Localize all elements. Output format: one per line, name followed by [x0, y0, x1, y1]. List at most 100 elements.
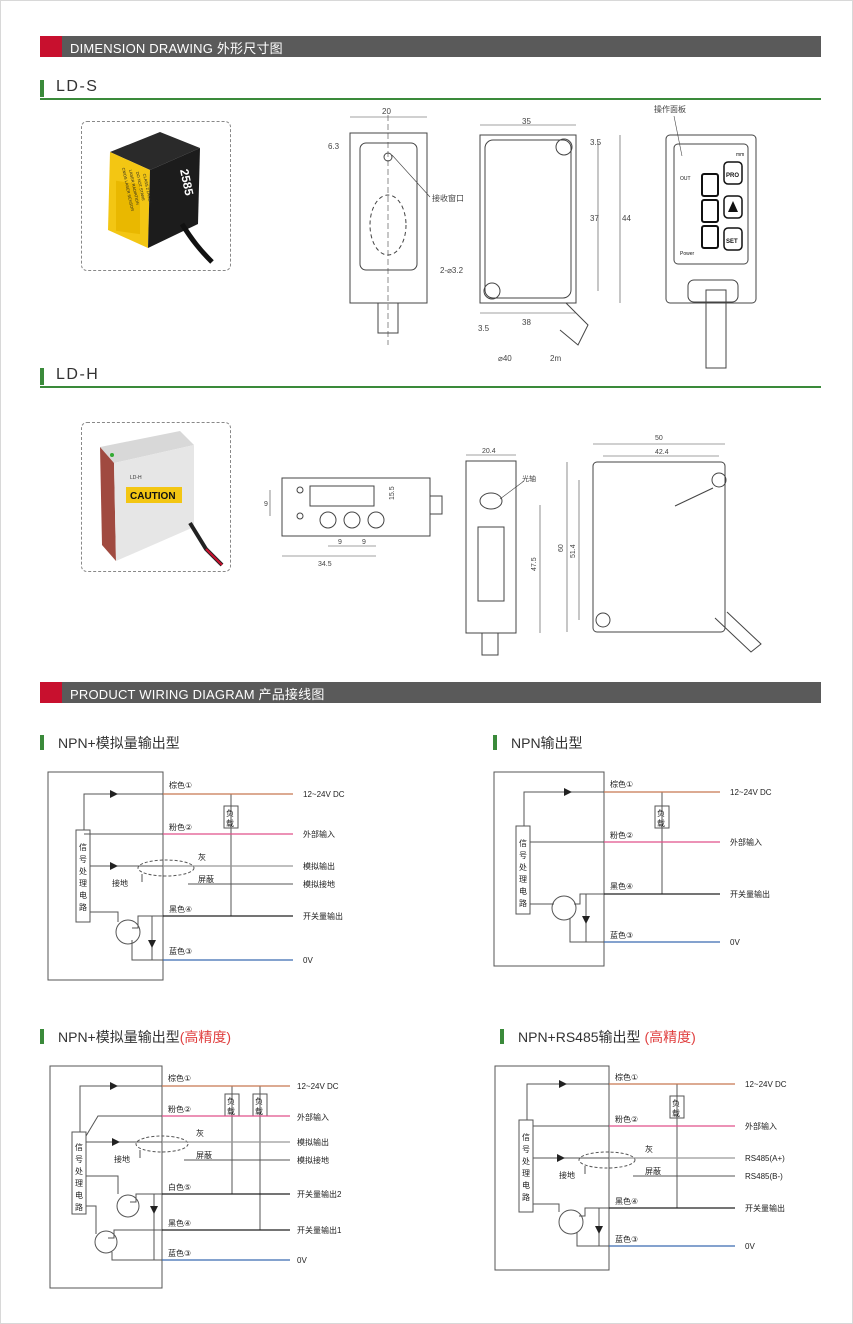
- section-wiring: PRODUCT WIRING DIAGRAM 产品接线图: [40, 682, 821, 703]
- wire-pink: 粉色②: [169, 822, 192, 832]
- zero-volt-label: 0V: [745, 1242, 755, 1251]
- wire-white: 白色⑤: [168, 1182, 191, 1192]
- switch-out-label: 开关量输出: [745, 1203, 785, 1213]
- load-1: 负: [226, 808, 234, 818]
- dim-front-width: 20: [382, 107, 391, 116]
- supply-label: 12~24V DC: [730, 788, 772, 797]
- wire-blue: 蓝色③: [610, 930, 633, 940]
- switch-out1-label: 开关量输出1: [297, 1225, 342, 1235]
- zero-volt-label: 0V: [303, 956, 313, 965]
- sensor-ldh-illustration: CAUTION LD-H: [100, 431, 224, 567]
- load-2: 载: [226, 818, 234, 828]
- svg-text:电: 电: [79, 890, 87, 900]
- svg-text:载: 载: [227, 1106, 235, 1116]
- supply-label: 12~24V DC: [297, 1082, 339, 1091]
- wire-gray: 灰: [198, 852, 206, 862]
- ground-label: 接地: [559, 1170, 575, 1180]
- wiring-diagram-npn-rs485: 棕色① 粉色② 灰 屏蔽 接地 黑色④ 蓝色③ 负 载 信 号 处 理 电 路 …: [494, 1065, 787, 1271]
- supply-label: 12~24V DC: [303, 790, 345, 799]
- svg-text:路: 路: [79, 902, 87, 912]
- model-tag: LD-H: [130, 475, 142, 481]
- svg-text:处: 处: [522, 1156, 530, 1166]
- unit-label: mm: [736, 152, 744, 158]
- wire-black: 黑色④: [168, 1218, 191, 1228]
- switch-out2-label: 开关量输出2: [297, 1189, 342, 1199]
- shield-label: 屏蔽: [198, 874, 214, 884]
- switch-out-label: 开关量输出: [730, 889, 770, 899]
- ldh-front-drawing: 9 15.5 9 9 34.5: [264, 477, 443, 568]
- up-arrow-icon: [728, 201, 738, 212]
- svg-text:负: 负: [255, 1096, 263, 1106]
- svg-text:载: 载: [672, 1108, 680, 1118]
- svg-text:理: 理: [79, 879, 87, 888]
- cable: [179, 222, 214, 264]
- dim-cable-length: 2m: [550, 354, 561, 363]
- section-marker: [40, 36, 62, 57]
- wire-pink: 粉色②: [615, 1114, 638, 1124]
- dim-h9: 9: [264, 501, 268, 508]
- product-photo-lds: 2585 CMOS LASER SENSOR LASER RADIATION D…: [81, 121, 231, 271]
- svg-text:载: 载: [657, 818, 665, 828]
- label-line-4: CLASS 2 LASER: [142, 173, 153, 204]
- dim-h60: 60: [558, 544, 565, 552]
- holes-label: 2-⌀3.2: [440, 266, 464, 275]
- svg-text:号: 号: [519, 851, 527, 860]
- dim-side-h1: 37: [590, 214, 599, 223]
- wire-pink: 粉色②: [168, 1104, 191, 1114]
- zero-volt-label: 0V: [730, 938, 740, 947]
- wire-blue: 蓝色③: [168, 1248, 191, 1258]
- svg-text:SET: SET: [726, 239, 738, 245]
- section-title: PRODUCT WIRING DIAGRAM 产品接线图: [70, 687, 325, 702]
- rs485b-label: RS485(B-): [745, 1172, 783, 1181]
- dim-cable: ⌀40: [498, 354, 512, 363]
- rs485a-label: RS485(A+): [745, 1154, 785, 1163]
- svg-text:路: 路: [522, 1192, 530, 1202]
- svg-text:理: 理: [75, 1179, 83, 1188]
- wiring-diagram-npn-analog-hp: 棕色① 粉色② 灰 屏蔽 接地 白色⑤ 黑色④ 蓝色③ 负 载 负 载 信 号 …: [49, 1065, 342, 1289]
- ldh-side-drawing: 20.4 光轴 47.5: [465, 448, 541, 656]
- digit-segments: [701, 173, 719, 249]
- caution-label: CAUTION: [130, 491, 176, 502]
- cable: [188, 521, 224, 567]
- pro-button[interactable]: [723, 161, 743, 185]
- model-name: LD-H: [56, 366, 100, 383]
- dim-w345: 34.5: [318, 561, 332, 568]
- svg-text:负: 负: [657, 808, 665, 818]
- wire-brown: 棕色①: [168, 1073, 191, 1083]
- ground-label: 接地: [114, 1154, 130, 1164]
- shield-label: 屏蔽: [645, 1166, 661, 1176]
- svg-text:信: 信: [79, 842, 87, 852]
- analog-gnd-label: 模拟接地: [297, 1155, 329, 1165]
- wire-pink: 粉色②: [610, 830, 633, 840]
- wire-black: 黑色④: [169, 904, 192, 914]
- analog-gnd-label: 模拟接地: [303, 879, 335, 889]
- svg-text:电: 电: [522, 1180, 530, 1190]
- wiring-diagram-npn: 棕色① 粉色② 黑色④ 蓝色③ 负 载 信 号 处 理 电 路 12~24V D…: [493, 771, 772, 967]
- svg-text:处: 处: [519, 862, 527, 872]
- switch-out-label: 开关量输出: [303, 911, 343, 921]
- svg-text:信: 信: [519, 838, 527, 848]
- svg-text:载: 载: [255, 1106, 263, 1116]
- analog-out-label: 模拟输出: [303, 861, 335, 871]
- optical-axis-label: 光轴: [522, 474, 536, 483]
- dim-w50: 50: [655, 435, 663, 442]
- svg-text:理: 理: [519, 875, 527, 884]
- svg-text:号: 号: [522, 1145, 530, 1154]
- svg-text:处: 处: [79, 866, 87, 876]
- dim-bottom-offset: 3.5: [478, 324, 490, 333]
- wire-gray: 灰: [645, 1144, 653, 1154]
- ext-input-label: 外部输入: [730, 837, 762, 847]
- set-button[interactable]: [723, 227, 743, 251]
- svg-text:负: 负: [227, 1096, 235, 1106]
- dim-w9b: 9: [362, 539, 366, 546]
- power-label: Power: [680, 251, 695, 257]
- svg-text:号: 号: [75, 1155, 83, 1164]
- dim-w9a: 9: [338, 539, 342, 546]
- svg-text:信: 信: [75, 1142, 83, 1152]
- window-label: 接收窗口: [432, 193, 464, 203]
- up-button[interactable]: [723, 195, 743, 219]
- svg-text:处: 处: [75, 1166, 83, 1176]
- panel-label: 操作面板: [654, 104, 686, 114]
- model-heading-lds: LD-S: [40, 78, 821, 100]
- section-title: DIMENSION DRAWING 外形尺寸图: [70, 41, 283, 56]
